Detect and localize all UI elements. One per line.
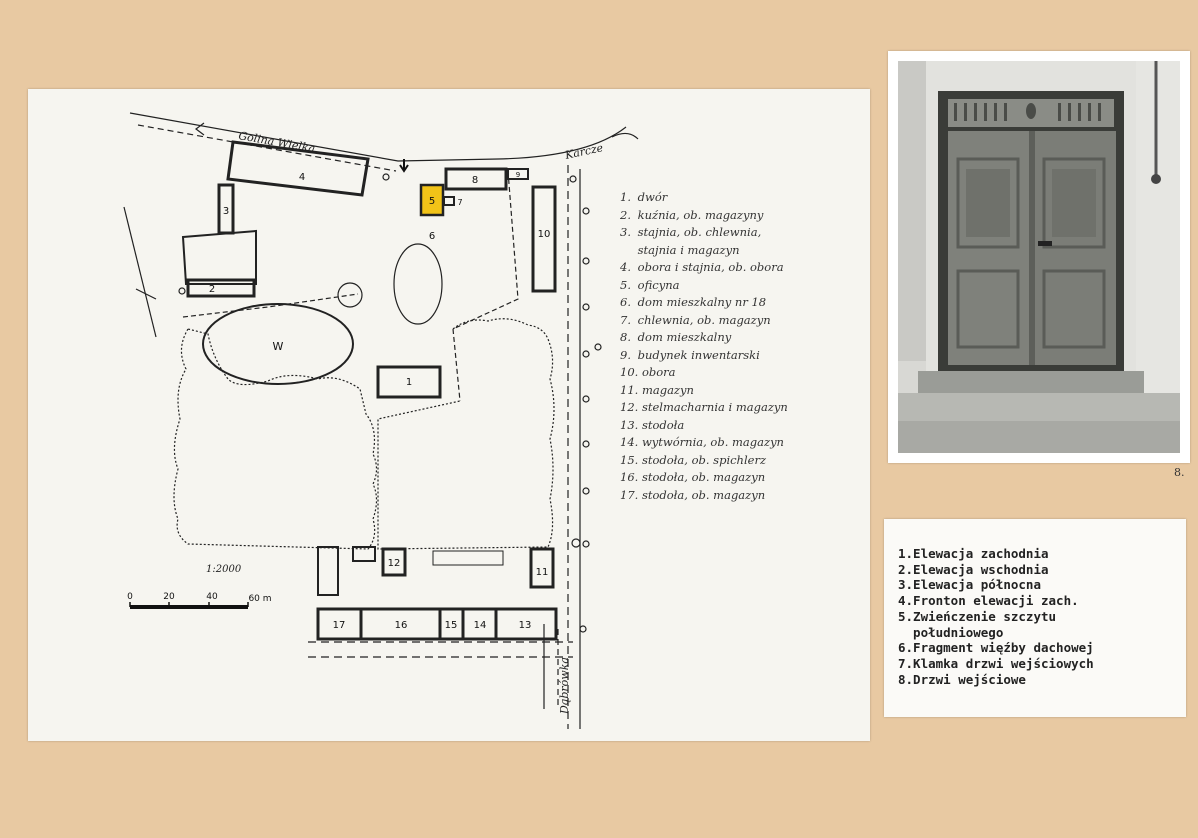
oval-lawn — [393, 243, 443, 325]
photo-caption-list: 1.Elewacja zachodnia 2.Elewacja wschodni… — [898, 546, 1094, 687]
legend-item-14: 14. wytwórnia, ob. magazyn — [620, 435, 784, 449]
entrance-arrow-icon — [399, 159, 409, 173]
site-plan-drawing: Golina Wielka Karcze Dąbrówka 4 3 2 5 6 … — [123, 112, 639, 729]
legend-item-11: 11. magazyn — [620, 382, 694, 397]
label-building-6: 6 — [429, 231, 435, 242]
caption-item-5-cont: południowego — [898, 624, 1004, 640]
caption-item-6: 6.Fragment więźby dachowej — [898, 640, 1094, 656]
label-building-1: 1 — [406, 377, 412, 388]
legend-item-10: 10. obora — [620, 365, 676, 379]
door-photo — [898, 61, 1180, 453]
building-10 — [531, 185, 557, 293]
building-9 — [507, 168, 529, 180]
site-plan-sheet: Golina Wielka Karcze Dąbrówka 4 3 2 5 6 … — [28, 89, 870, 741]
building-8 — [444, 167, 508, 191]
label-building-12: 12 — [388, 558, 401, 569]
building-2 — [186, 278, 256, 298]
label-building-17: 17 — [333, 620, 346, 631]
building-central-low — [432, 550, 504, 566]
scale-tick-40: 40 — [206, 592, 218, 602]
legend-item-13: 13. stodoła — [620, 417, 685, 432]
label-building-3: 3 — [223, 206, 229, 217]
label-building-7: 7 — [457, 198, 462, 207]
label-building-2: 2 — [209, 284, 215, 295]
legend-item-3: 3. stajnia, ob. chlewnia, — [620, 225, 762, 239]
legend-item-17: 17. stodoła, ob. magazyn — [620, 487, 766, 502]
building-2-area — [181, 229, 257, 285]
label-building-9: 9 — [516, 171, 520, 179]
legend-item-8: 8. dom mieszkalny — [620, 330, 732, 344]
north-boundary — [182, 293, 359, 318]
caption-item-2: 2.Elewacja wschodnia — [898, 561, 1049, 577]
legend-item-9: 9. budynek inwentarski — [620, 347, 760, 362]
caption-item-1: 1.Elewacja zachodnia — [898, 546, 1049, 561]
building-11 — [529, 547, 555, 589]
legend-item-6: 6. dom mieszkalny nr 18 — [620, 295, 767, 309]
tree-circle — [337, 282, 363, 308]
legend-item-16: 16. stodoła, ob. magazyn — [620, 470, 766, 484]
park-outline — [173, 328, 378, 550]
label-building-5: 5 — [429, 196, 435, 207]
building-4 — [226, 140, 370, 197]
label-building-11: 11 — [536, 567, 549, 578]
building-shed — [352, 546, 376, 562]
legend-item-1: 1. dwór — [620, 190, 668, 204]
scale-ratio: 1:2000 — [206, 564, 242, 575]
west-boundary — [123, 206, 157, 338]
orchard-outline — [377, 318, 555, 550]
street-label-dabrowka: Dąbrówka — [558, 657, 571, 715]
street-label-golina: Golina Wielka — [237, 129, 316, 155]
label-building-14: 14 — [474, 620, 487, 631]
legend-item-4: 4. obora i stajnia, ob. obora — [620, 260, 784, 274]
label-building-13: 13 — [519, 620, 532, 631]
west-boundary-tick — [135, 288, 157, 300]
label-building-8: 8 — [472, 175, 478, 186]
legend-item-15: 15. stodoła, ob. spichlerz — [620, 452, 767, 467]
building-7 — [443, 196, 455, 206]
courtyard-boundary — [452, 170, 519, 402]
label-building-4: 4 — [299, 172, 305, 183]
road-golina — [129, 112, 627, 162]
road-arrow-left — [195, 122, 205, 136]
door-handle-icon — [1038, 241, 1052, 246]
pond-w — [202, 303, 354, 385]
caption-item-8: 8.Drzwi wejściowe — [898, 671, 1026, 687]
legend-item-5: 5. oficyna — [620, 277, 680, 292]
caption-item-3: 3.Elewacja północna — [898, 577, 1041, 593]
photo-number: 8. — [1174, 466, 1185, 479]
legend-item-12: 12. stelmacharnia i magazyn — [620, 400, 788, 414]
scale-bar — [129, 602, 249, 609]
scale-tick-20: 20 — [163, 592, 175, 602]
legend-item-3-cont: stajnia i magazyn — [637, 242, 740, 257]
caption-item-7: 7.Klamka drzwi wejściowych — [898, 655, 1094, 671]
caption-item-4: 4.Fronton elewacji zach. — [898, 593, 1079, 609]
legend-item-2: 2. kuźnia, ob. magazyny — [620, 207, 764, 222]
photo-caption-card: 1.Elewacja zachodnia 2.Elewacja wschodni… — [884, 519, 1186, 717]
building-1 — [376, 365, 442, 399]
building-west-small — [317, 546, 339, 596]
scale-tick-0: 0 — [127, 592, 133, 602]
label-building-10: 10 — [538, 229, 551, 240]
caption-item-5: 5.Zwieńczenie szczytu — [898, 608, 1057, 624]
door-photo-frame — [888, 51, 1190, 463]
street-label-karcze: Karcze — [563, 141, 605, 162]
label-pond: W — [273, 340, 284, 353]
legend-item-7: 7. chlewnia, ob. magazyn — [620, 312, 771, 327]
label-building-15: 15 — [445, 620, 458, 631]
plan-legend: 1. dwór 2. kuźnia, ob. magazyny 3. stajn… — [620, 189, 860, 504]
scale-tick-60: 60 m — [248, 594, 271, 604]
label-building-16: 16 — [395, 620, 408, 631]
roadside-trees — [178, 173, 602, 633]
barn-row — [316, 607, 558, 641]
road-karcze-curve — [611, 132, 639, 140]
road-golina-edge — [137, 124, 397, 172]
building-12 — [381, 547, 407, 577]
